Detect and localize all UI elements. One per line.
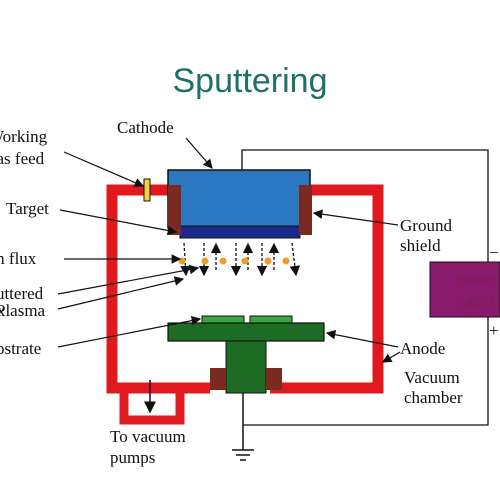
working-gas-label-line2: gas feed [0, 149, 45, 168]
ground-symbol [232, 393, 254, 461]
pumps-label-line1: To vacuum [110, 427, 186, 446]
particle-flux [180, 242, 301, 277]
power-label-line1: Power [456, 272, 494, 288]
ion-flux-label: Ion flux [0, 249, 37, 268]
ground-shield-right [299, 185, 312, 235]
pump-outlet [119, 380, 185, 425]
anode-label: Anode [400, 339, 445, 358]
page-title: Sputtering [172, 62, 328, 100]
leader-lines [57, 137, 401, 363]
substrate-label: Substrate [0, 339, 41, 358]
target-label: Target [6, 199, 49, 218]
ground-shield-label-line1: Ground [400, 216, 452, 235]
cathode-block [167, 169, 311, 229]
power-label-line2: supply [456, 293, 497, 309]
working-gas-label-line1: Working [0, 127, 48, 146]
power-wiring [241, 149, 489, 426]
power-supply-box [429, 261, 500, 318]
minus-terminal: − [489, 243, 499, 262]
ground-shield-left [168, 185, 181, 235]
ground-shield-label-line2: shield [400, 236, 441, 255]
vacuum-chamber [106, 184, 384, 394]
sputtered-flux-label-line1: Sputtered [0, 284, 44, 303]
anode-assembly [167, 315, 325, 394]
anode-stem [225, 340, 267, 394]
sputtered-flux-label-line2: flux [0, 301, 6, 320]
cathode-label: Cathode [117, 118, 174, 137]
vacuum-chamber-label-line1: Vacuum [404, 368, 460, 387]
vacuum-chamber-label-line2: chamber [404, 388, 463, 407]
plus-terminal: + [489, 321, 499, 340]
target-plate [179, 225, 301, 239]
anode-plate [167, 322, 325, 342]
plasma-label: Plasma [0, 301, 46, 320]
ion-particles [178, 257, 290, 265]
cathode-assembly [167, 169, 312, 239]
pumps-label-line2: pumps [110, 448, 155, 467]
gas-feed-port [143, 178, 151, 202]
